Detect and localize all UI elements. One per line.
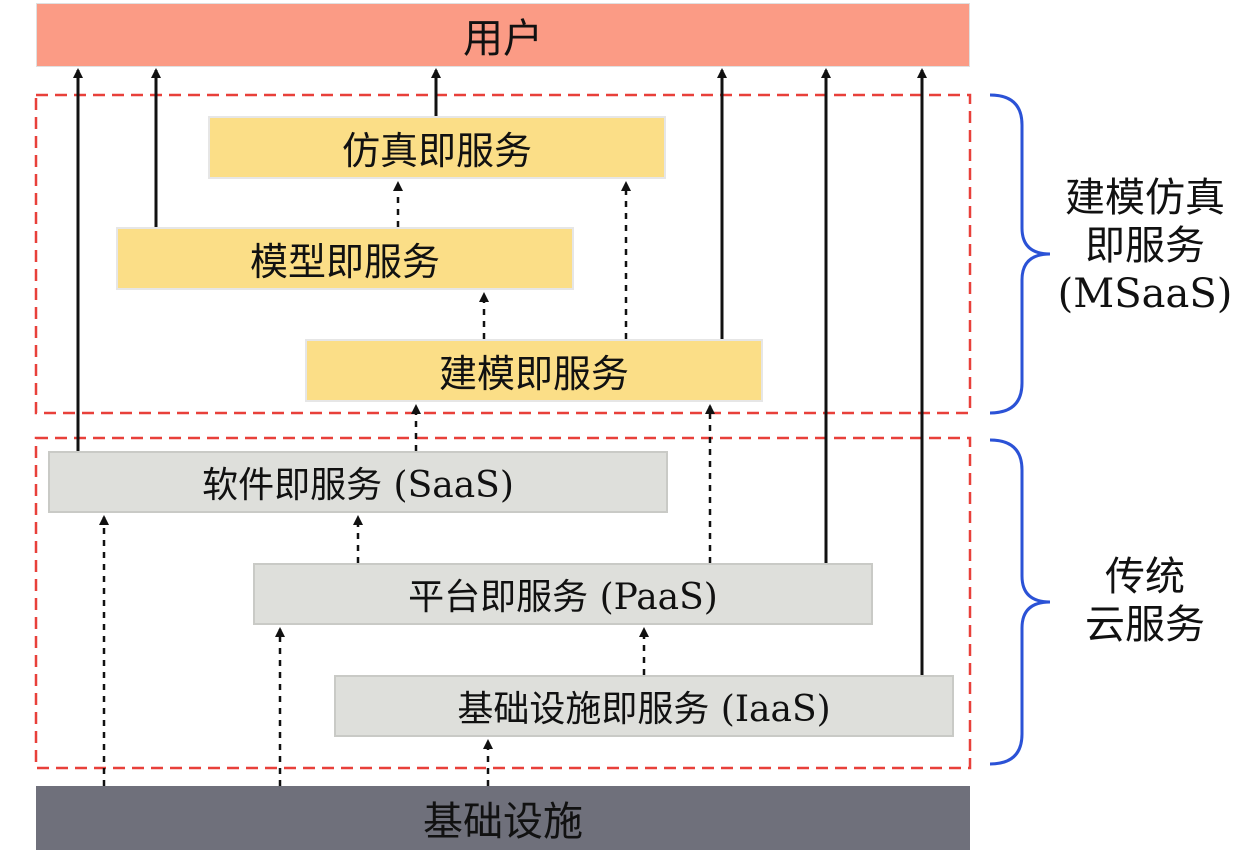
saas-box: 软件即服务 (SaaS) (48, 451, 668, 513)
paas-box: 平台即服务 (PaaS) (253, 563, 873, 625)
simulation-as-a-service-box: 仿真即服务 (208, 116, 666, 179)
traditional-label-line2: 云服务 (1085, 602, 1205, 648)
infrastructure-box: 基础设施 (36, 786, 970, 850)
iaas-box: 基础设施即服务 (IaaS) (334, 675, 954, 737)
modeling-as-a-service-box: 建模即服务 (305, 339, 763, 402)
msaas-group-label: 建模仿真 即服务 (MSaaS) (1045, 174, 1245, 318)
traditional-cloud-group-label: 传统 云服务 (1045, 553, 1245, 649)
model-as-a-service-box: 模型即服务 (116, 227, 574, 290)
user-box: 用户 (36, 3, 970, 67)
msaas-label-line3: (MSaaS) (1057, 271, 1233, 317)
msaas-brace (989, 93, 1051, 415)
traditional-label-line1: 传统 (1105, 554, 1185, 600)
msaas-label-line1: 建模仿真 (1065, 175, 1225, 221)
msaas-label-line2: 即服务 (1085, 223, 1205, 269)
traditional-cloud-brace (989, 438, 1051, 766)
